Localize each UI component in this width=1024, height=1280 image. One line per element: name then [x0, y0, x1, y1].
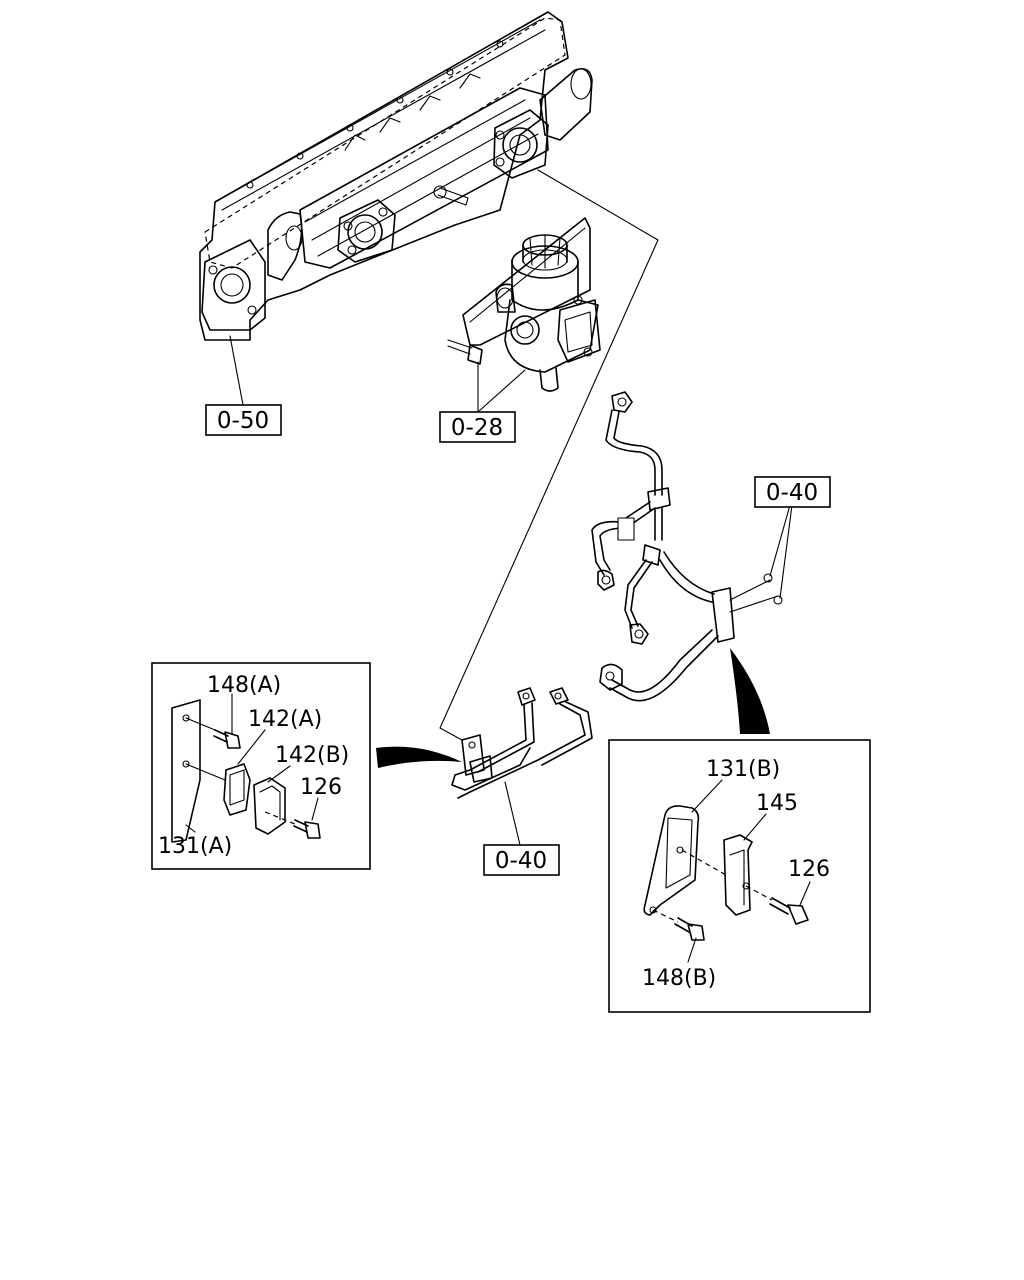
- oil-cooler-assembly: [199, 11, 593, 406]
- lower-pipe-assembly: [451, 687, 593, 846]
- oil-cooler-ref-label: 0-50: [217, 408, 269, 434]
- label-148b: 148(B): [642, 966, 716, 991]
- oil-cooler-ref-box: 0-50: [205, 404, 282, 436]
- upper-pipe-ref-box: 0-40: [754, 476, 831, 508]
- lower-pipe-ref-box: 0-40: [483, 844, 560, 876]
- bracket-131a: [171, 699, 201, 843]
- upper-pipe-ref-label: 0-40: [766, 480, 818, 506]
- upper-pipe-assembly: [591, 391, 793, 702]
- arrow-to-detail-b: [730, 648, 770, 734]
- bracket-131b: [643, 805, 700, 916]
- detail-b-frame: [608, 739, 871, 1013]
- screw-126a: [264, 811, 321, 839]
- detail-b: 131(B) 145 126 148(B): [608, 739, 871, 1013]
- clip-142b: [253, 777, 286, 835]
- label-126b: 126: [788, 857, 830, 882]
- label-148a: 148(A): [207, 673, 281, 698]
- bolt-148a: [213, 729, 241, 749]
- thermostat-ref-label: 0-28: [451, 415, 503, 441]
- connection-leader: [439, 169, 659, 741]
- clip-142a: [223, 763, 251, 816]
- label-131a: 131(A): [158, 834, 232, 859]
- label-142b: 142(B): [275, 743, 349, 768]
- label-126a: 126: [300, 775, 342, 800]
- detail-a: 148(A) 142(A) 142(B) 126 131(A): [151, 662, 371, 870]
- thermostat-ref-box: 0-28: [439, 411, 516, 443]
- label-142a: 142(A): [248, 707, 322, 732]
- bolt-148b: [652, 909, 705, 941]
- label-145: 145: [756, 791, 798, 816]
- thermostat-housing: [447, 217, 601, 413]
- screw-126b: [745, 885, 809, 925]
- lower-pipe-ref-label: 0-40: [495, 848, 547, 874]
- arrow-from-detail-a: [376, 746, 462, 768]
- clamp-145: [723, 834, 753, 916]
- label-131b: 131(B): [706, 757, 780, 782]
